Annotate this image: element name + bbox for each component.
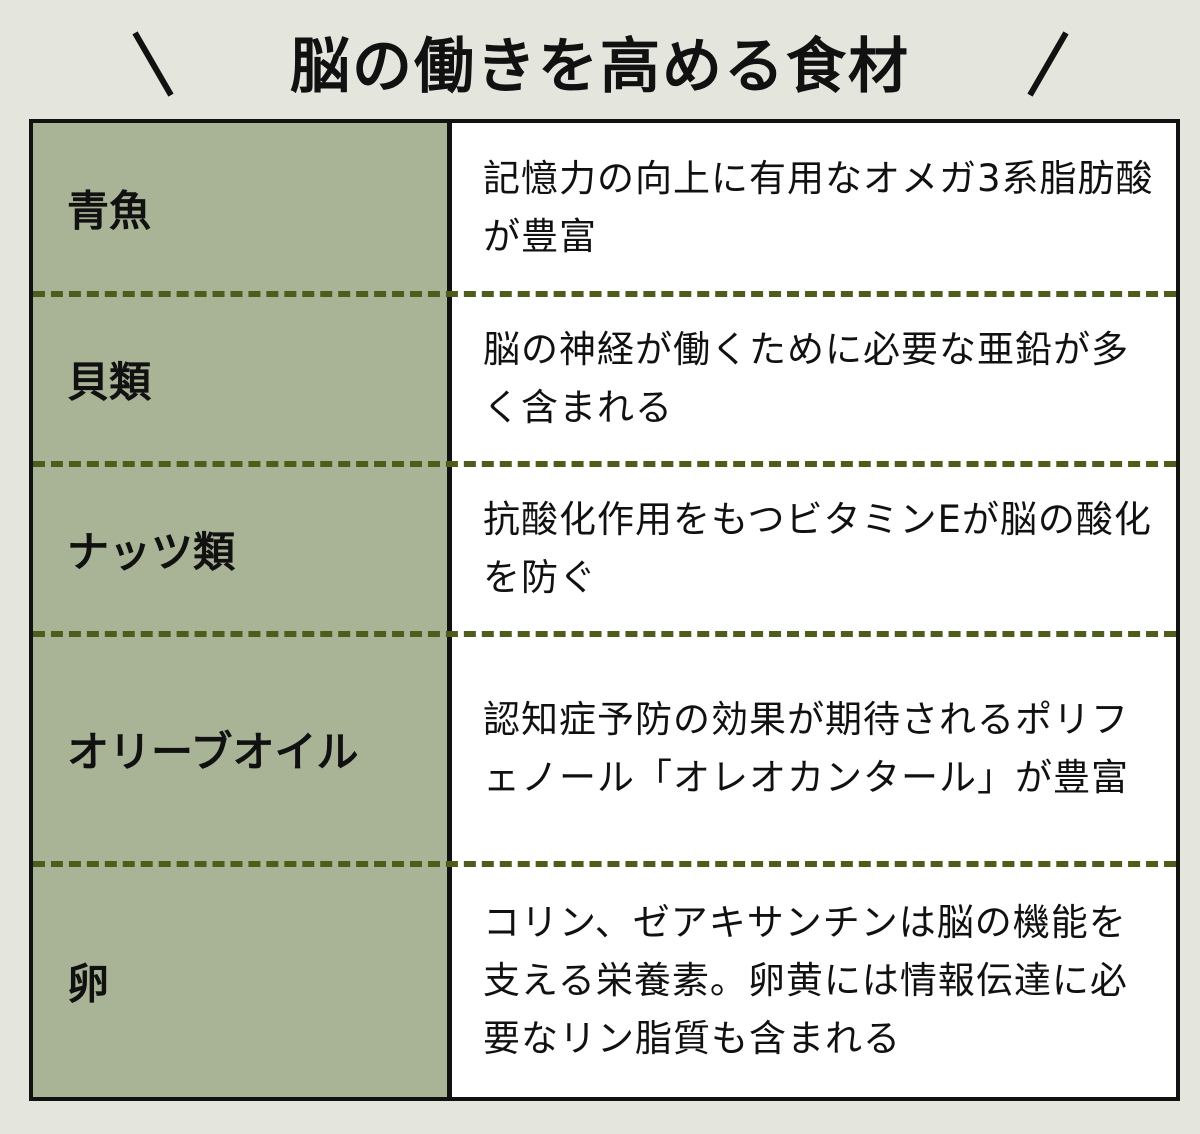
food-description: 抗酸化作用をもつビタミンEが脳の酸化を防ぐ — [483, 498, 1152, 599]
food-description: コリン、ゼアキサンチンは脳の機能を支える栄養素。卵黄には情報伝達に必要なリン脂質… — [483, 900, 1128, 1060]
row-divider — [33, 291, 1176, 297]
food-description: 認知症予防の効果が期待されるポリフェノール「オレオカンタール」が豊富 — [483, 698, 1129, 799]
table-row: 青魚 記憶力の向上に有用なオメガ3系脂肪酸が豊富 — [33, 123, 1176, 293]
food-name: オリーブオイル — [67, 727, 359, 777]
food-description: 記憶力の向上に有用なオメガ3系脂肪酸が豊富 — [483, 157, 1154, 258]
food-name: ナッツ類 — [67, 527, 236, 577]
row-divider — [33, 461, 1176, 467]
food-name: 卵 — [67, 959, 110, 1008]
row-divider — [33, 631, 1176, 637]
page-title: 脳の働きを高める食材 — [290, 32, 910, 102]
table-row: 貝類 脳の神経が働くために必要な亜鉛が多く含まれる — [33, 294, 1176, 464]
table-row: ナッツ類 抗酸化作用をもつビタミンEが脳の酸化を防ぐ — [33, 464, 1176, 634]
row-divider — [33, 861, 1176, 867]
food-name: 貝類 — [67, 357, 152, 407]
food-table: 青魚 記憶力の向上に有用なオメガ3系脂肪酸が豊富 貝類 脳の神経が働くために必要… — [29, 119, 1180, 1101]
food-name: 青魚 — [67, 186, 152, 236]
table-row: オリーブオイル 認知症予防の効果が期待されるポリフェノール「オレオカンタール」が… — [33, 634, 1176, 864]
food-name-column — [33, 123, 452, 1097]
food-description: 脳の神経が働くために必要な亜鉛が多く含まれる — [483, 328, 1129, 429]
table-row: 卵 コリン、ゼアキサンチンは脳の機能を支える栄養素。卵黄には情報伝達に必要なリン… — [33, 864, 1176, 1097]
